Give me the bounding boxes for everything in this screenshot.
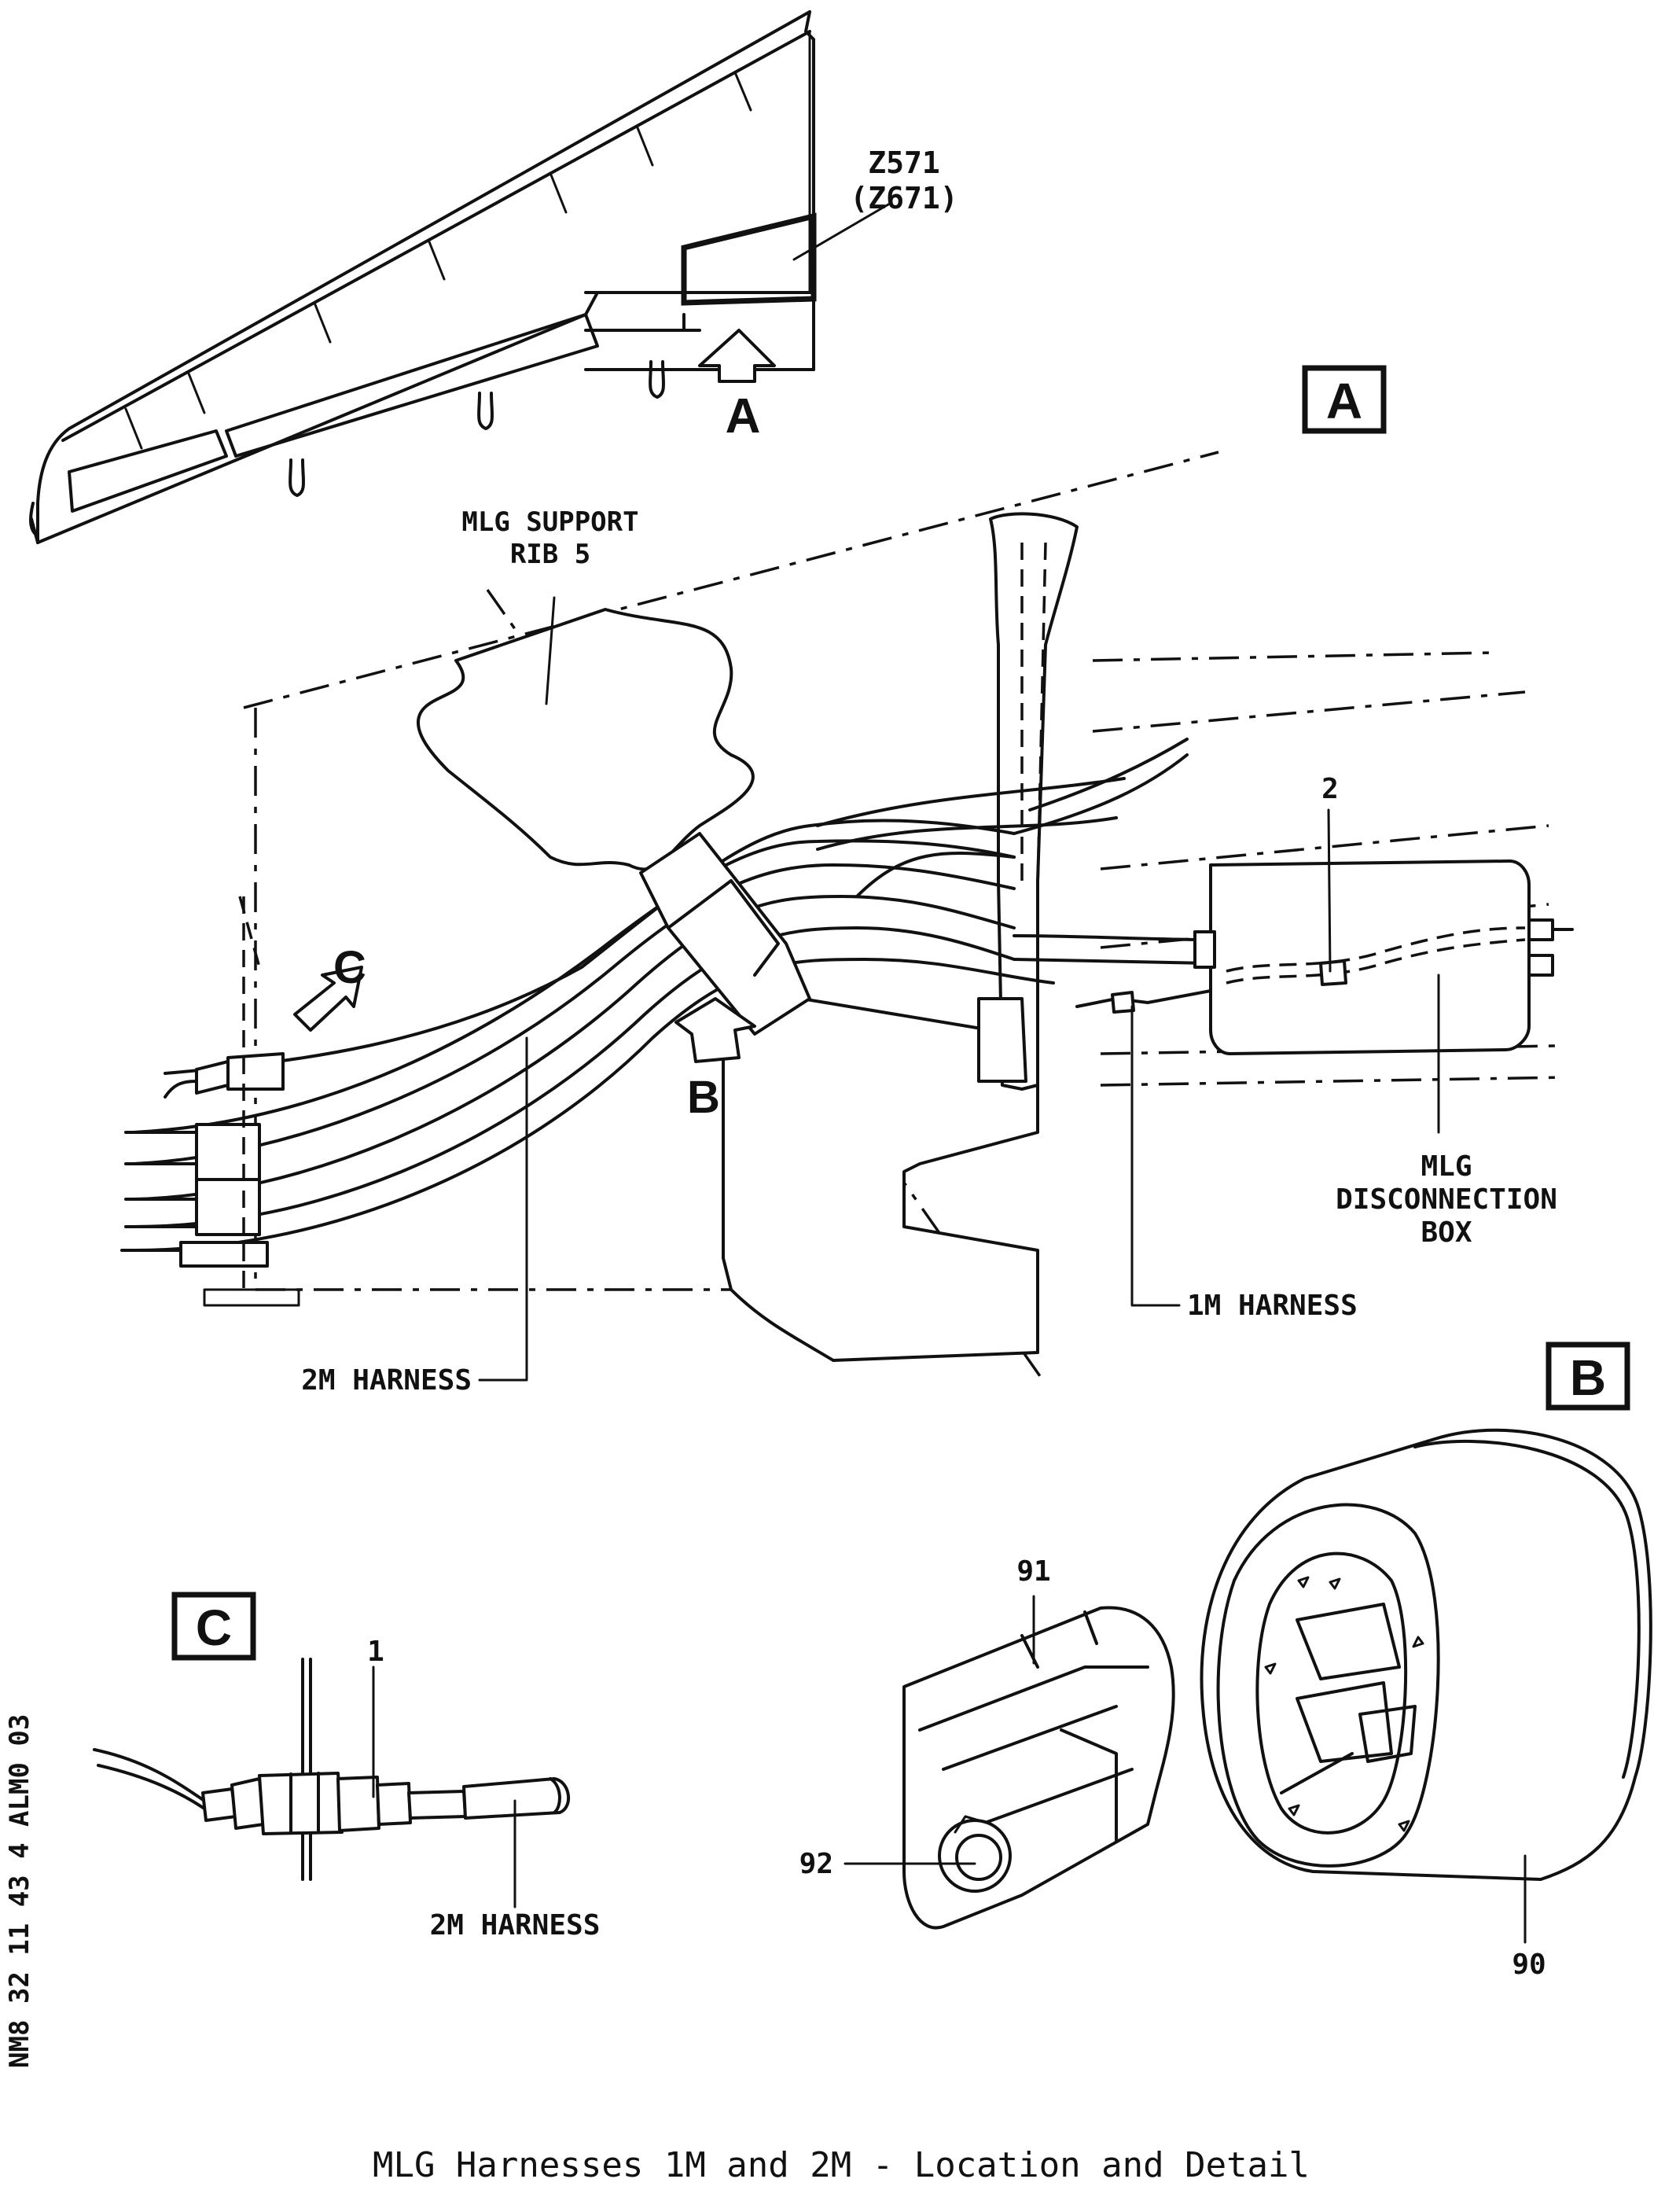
item-1-label: 1 <box>367 1636 384 1668</box>
disc-box-line1: MLG <box>1421 1150 1472 1183</box>
disconnection-box <box>1209 859 1531 1055</box>
view-c-arrow-label: C <box>333 942 366 993</box>
zone-label: Z571 <box>868 145 940 180</box>
view-c-box-label: C <box>196 1599 232 1656</box>
side-reference: NM8 32 11 43 4 ALM0 03 <box>4 1714 35 2068</box>
view-b-arrow-icon <box>674 997 756 1063</box>
item-2-connector <box>1319 959 1347 986</box>
support-rib-line2: RIB 5 <box>510 539 590 570</box>
lower-rib-section <box>722 989 1039 1362</box>
view-c-connector-detail <box>93 1658 571 1908</box>
view-b-box <box>1546 1342 1630 1411</box>
disc-box-line3: BOX <box>1421 1216 1472 1249</box>
disc-box-line2: DISCONNECTION <box>1336 1183 1557 1216</box>
item-1-connector <box>258 1772 344 1835</box>
zone-panel-z571 <box>681 212 817 306</box>
zone-alt-label: (Z671) <box>850 181 957 215</box>
vertical-strut <box>989 512 1079 1091</box>
wing-overview <box>29 10 890 544</box>
support-rib-5 <box>416 608 755 871</box>
view-b-box-label: B <box>1570 1349 1606 1406</box>
support-rib-line1: MLG SUPPORT <box>461 506 638 538</box>
harness-2m-label: 2M HARNESS <box>301 1364 472 1397</box>
view-a-arrow-icon <box>698 329 776 383</box>
item-92-label: 92 <box>799 1848 833 1880</box>
harness-1m-label: 1M HARNESS <box>1187 1290 1358 1322</box>
view-b-arrow-label: B <box>687 1072 720 1123</box>
view-a-box-label: A <box>1326 373 1362 429</box>
view-c-box <box>171 1592 256 1661</box>
view-a-arrow-label: A <box>726 389 761 444</box>
item-2-label: 2 <box>1321 773 1339 805</box>
harness-2m-detail-label: 2M HARNESS <box>430 1909 601 1941</box>
view-b-grommet-detail <box>844 1428 1652 1944</box>
item-92-bore <box>955 1834 1002 1881</box>
view-c-arrow-icon <box>293 966 363 1032</box>
view-a-box <box>1302 365 1387 434</box>
item-90-label: 90 <box>1512 1949 1546 1981</box>
view-a-installation <box>120 451 1574 1386</box>
figure-caption: MLG Harnesses 1M and 2M - Location and D… <box>373 2145 1310 2185</box>
item-91-label: 91 <box>1016 1555 1050 1588</box>
